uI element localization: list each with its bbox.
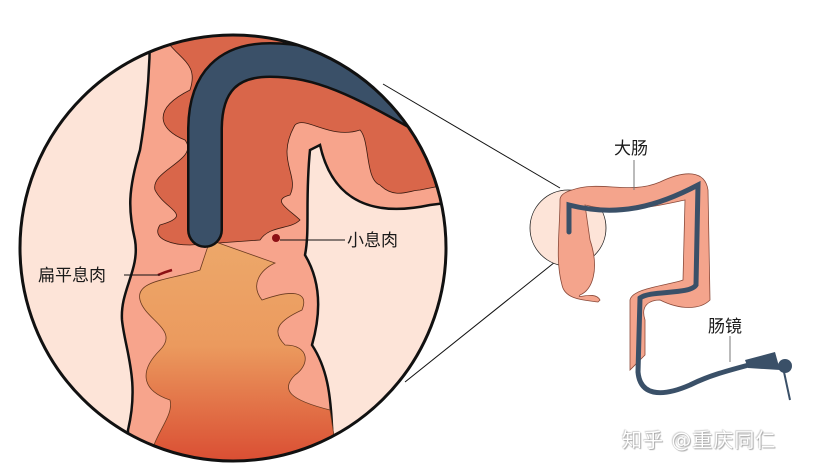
- small-polyp-label: 小息肉: [347, 231, 398, 251]
- colon-overview: [529, 173, 792, 401]
- small-polyp-marker: [272, 234, 280, 242]
- magnifier-circle: [18, 33, 448, 463]
- colonoscope-label: 肠镜: [708, 317, 742, 337]
- magnified-view: [20, 35, 446, 461]
- watermark: 知乎 @重庆同仁: [622, 428, 777, 452]
- flat-polyp-label: 扁平息肉: [38, 266, 106, 286]
- large-intestine-label: 大肠: [614, 139, 648, 159]
